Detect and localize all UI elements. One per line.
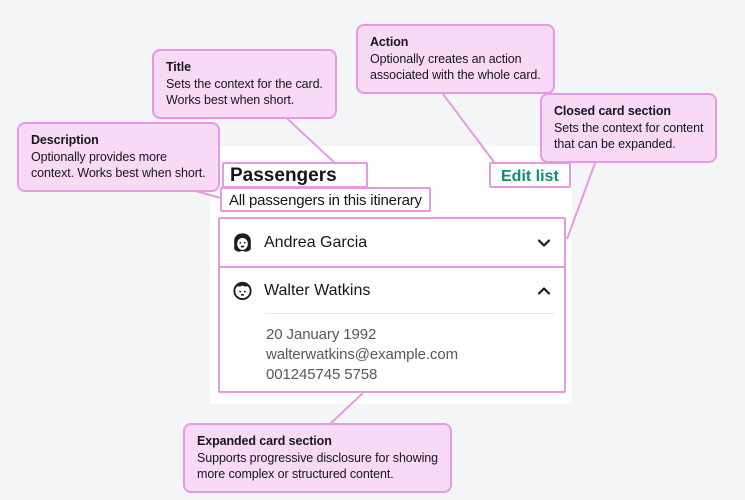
callout-description-heading: Description bbox=[31, 133, 99, 147]
closed-card-section: Andrea Garcia bbox=[218, 217, 566, 268]
row-divider bbox=[266, 313, 554, 314]
card-title-highlight: Passengers bbox=[222, 162, 368, 188]
passenger-name: Andrea Garcia bbox=[264, 233, 368, 251]
callout-action-heading: Action bbox=[370, 35, 409, 49]
chevron-down-icon bbox=[537, 238, 551, 247]
callout-title: Title Sets the context for the card.Work… bbox=[152, 49, 337, 119]
card-description: All passengers in this itinerary bbox=[229, 192, 422, 209]
edit-list-button[interactable]: Edit list bbox=[501, 168, 559, 185]
card-description-highlight: All passengers in this itinerary bbox=[220, 187, 431, 212]
callout-closed-section-heading: Closed card section bbox=[554, 104, 671, 118]
passenger-row-collapsed[interactable]: Andrea Garcia bbox=[220, 219, 564, 266]
chevron-up-icon bbox=[537, 286, 551, 295]
callout-expanded-section-heading: Expanded card section bbox=[197, 434, 332, 448]
callout-title-body: Sets the context for the card.Works best… bbox=[166, 76, 323, 108]
boy-avatar-icon bbox=[233, 281, 252, 300]
callout-expanded-section: Expanded card section Supports progressi… bbox=[183, 423, 452, 493]
woman-avatar-icon bbox=[234, 233, 251, 252]
callout-title-heading: Title bbox=[166, 60, 191, 74]
card-title: Passengers bbox=[230, 165, 337, 186]
card-action-highlight: Edit list bbox=[489, 162, 571, 188]
component-panel bbox=[210, 146, 572, 404]
passenger-name: Walter Watkins bbox=[264, 281, 371, 299]
passenger-row-expanded[interactable]: Walter Watkins bbox=[220, 268, 564, 313]
callout-closed-section: Closed card section Sets the context for… bbox=[540, 93, 718, 163]
callout-expanded-section-body: Supports progressive disclosure for show… bbox=[197, 450, 438, 482]
